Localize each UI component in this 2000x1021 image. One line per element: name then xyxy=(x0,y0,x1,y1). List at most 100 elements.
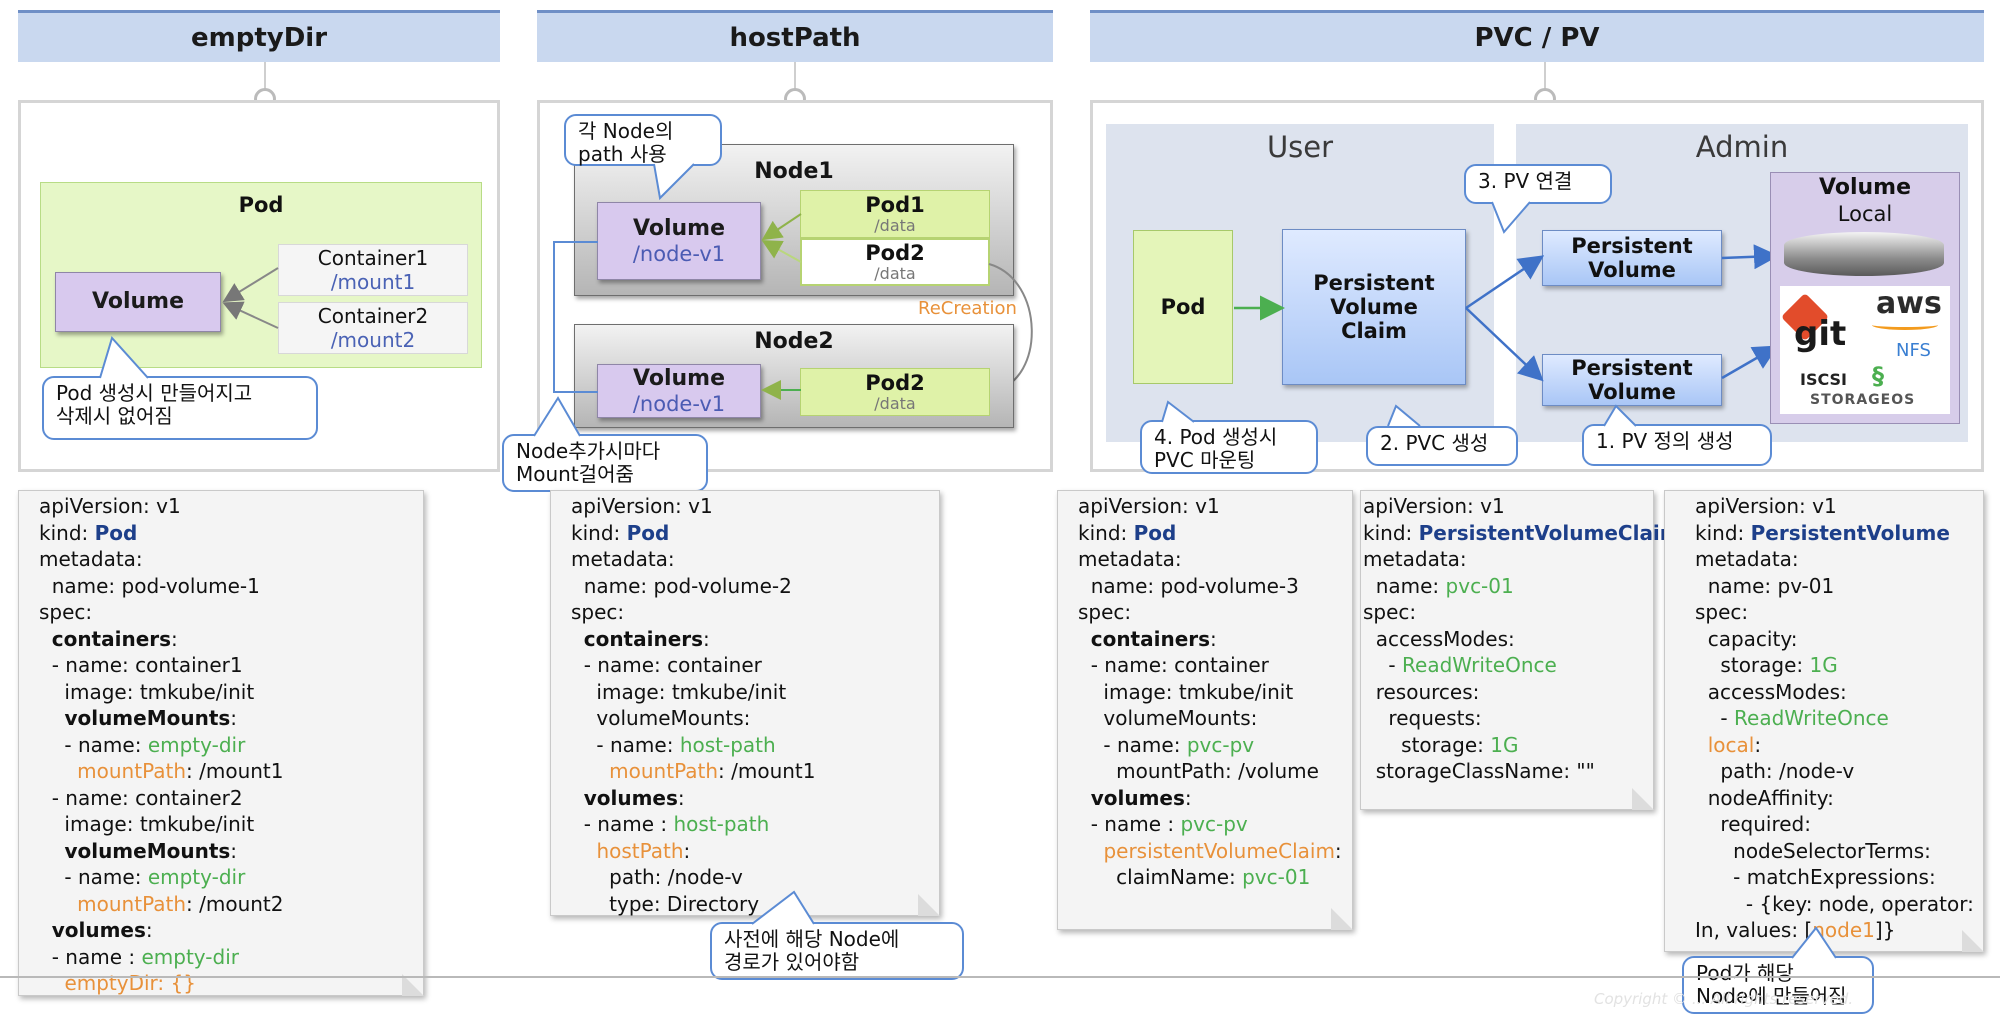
iscsi-label: ISCSI xyxy=(1800,370,1847,389)
container1-mount: /mount1 xyxy=(330,270,416,294)
node2-volume: Volume /node-v1 xyxy=(597,364,761,418)
code-line: volumeMounts: xyxy=(64,838,238,863)
code-line: spec: xyxy=(1078,600,1132,624)
code-line: claimName: pvc-01 xyxy=(1078,865,1311,889)
code-line: name: pv-01 xyxy=(1695,573,1835,598)
bottom-divider xyxy=(0,976,2000,978)
emptydir-container1: Container1 /mount1 xyxy=(278,244,468,296)
code-line: spec: xyxy=(1363,600,1417,624)
code-line: spec: xyxy=(39,600,93,624)
pvc-pod: Pod xyxy=(1133,230,1233,384)
code-line: name: pod-volume-2 xyxy=(571,573,792,598)
callout-pv-define: 1. PV 정의 생성 xyxy=(1582,424,1772,466)
code-line: requests: xyxy=(1363,706,1482,730)
code-line: kind: PersistentVolumeClaim xyxy=(1363,520,1681,545)
code-line: emptyDir: {} xyxy=(64,971,196,995)
code-line: - name: host-path xyxy=(571,732,776,757)
code-line: path: /node-v xyxy=(571,865,743,889)
code-line: nodeSelectorTerms: xyxy=(1695,838,1931,863)
code-line: apiVersion: v1 xyxy=(571,494,713,518)
disk-icon xyxy=(1784,232,1944,276)
node1-volume-label: Volume xyxy=(633,216,725,242)
code-line: image: tmkube/init xyxy=(571,679,787,704)
node2-volume-label: Volume xyxy=(633,366,725,392)
code-line: - name : host-path xyxy=(571,812,770,836)
header-hostpath: hostPath xyxy=(537,10,1053,62)
code-line: kind: Pod xyxy=(1078,520,1177,545)
node1-pod1: Pod1 /data xyxy=(800,190,990,238)
callout-pointer xyxy=(533,396,581,437)
code-line: apiVersion: v1 xyxy=(1695,494,1837,518)
code-line: path: /node-v xyxy=(1695,759,1855,783)
code-line: capacity: xyxy=(1695,626,1798,651)
emptydir-container2: Container2 /mount2 xyxy=(278,302,468,354)
emptydir-arrows xyxy=(222,267,279,329)
code-line: - name : pvc-pv xyxy=(1078,812,1248,836)
code-line: containers: xyxy=(51,626,178,651)
copyright: Copyright © ... All rights reserved. xyxy=(1594,990,1854,1008)
header-pvc-pv: PVC / PV xyxy=(1090,10,1984,62)
code-line: kind: PersistentVolume xyxy=(1695,520,1950,545)
page-fold-icon xyxy=(402,974,424,996)
connector-line xyxy=(1544,62,1546,92)
code-line: accessModes: xyxy=(1695,679,1847,704)
callout-pointer xyxy=(653,163,695,201)
hostpath-callout-code: 사전에 해당 Node에 경로가 있어야함 xyxy=(710,922,964,980)
code-line: kind: Pod xyxy=(39,520,138,545)
code-line: spec: xyxy=(571,600,625,624)
callout-pod-mount: 4. Pod 생성시 PVC 마운팅 xyxy=(1140,420,1318,474)
aws-smile-icon xyxy=(1872,320,1938,330)
node2-pod2-sub: /data xyxy=(874,393,916,413)
code-line: mountPath: /mount1 xyxy=(77,759,284,783)
code-line: volumes: xyxy=(1090,785,1192,810)
callout-pointer xyxy=(1491,201,1531,234)
callout-pv-node: Pod가 해당 Node에 만들어짐 xyxy=(1682,956,1874,1014)
code-line: - name: empty-dir xyxy=(39,865,246,889)
code-line: name: pod-volume-3 xyxy=(1078,573,1299,598)
code-line: storage: 1G xyxy=(1363,732,1519,757)
code-line: apiVersion: v1 xyxy=(1363,494,1505,518)
node2-arrow xyxy=(761,380,801,400)
code-line: name: pod-volume-1 xyxy=(39,573,260,598)
code-line: - name: container xyxy=(1078,653,1269,677)
code-line: storageClassName: "" xyxy=(1363,759,1595,783)
hostpath-callout-top: 각 Node의 path 사용 xyxy=(564,114,722,166)
node2-pod2-name: Pod2 xyxy=(865,370,925,395)
pvc-box: Persistent Volume Claim xyxy=(1282,229,1466,385)
container1-name: Container1 xyxy=(317,246,429,270)
code-line: metadata: xyxy=(39,547,143,571)
admin-zone-title: Admin xyxy=(1695,130,1789,164)
header-emptydir: emptyDir xyxy=(18,10,500,62)
code-line: storage: 1G xyxy=(1695,653,1838,677)
callout-pointer xyxy=(1161,400,1195,423)
code-line: containers: xyxy=(1090,626,1217,651)
connector-line xyxy=(264,62,266,92)
code-line: - name : empty-dir xyxy=(39,944,239,969)
code-line: image: tmkube/init xyxy=(39,812,255,836)
code-line: volumeMounts: xyxy=(64,706,238,730)
code-line: name: pvc-01 xyxy=(1363,573,1514,598)
storage-logos: git aws NFS ISCSI § STORAGEOS xyxy=(1780,286,1950,414)
hostpath-callout-bottom: Node추가시마다 Mount걸어줌 xyxy=(502,434,708,492)
pvc-pv-arrows xyxy=(1234,244,1779,382)
node1-pod1-sub: /data xyxy=(874,215,916,235)
pv-box-2: Persistent Volume xyxy=(1542,354,1722,406)
callout-pv-link: 3. PV 연결 xyxy=(1464,164,1612,204)
page-fold-icon xyxy=(1331,908,1353,930)
code-line: metadata: xyxy=(1078,547,1182,571)
callout-pointer xyxy=(1791,926,1837,959)
code-line: hostPath: xyxy=(596,838,691,863)
volume-storage-local: Local xyxy=(1837,202,1893,226)
code-line: resources: xyxy=(1363,679,1480,704)
code-line: - name: container1 xyxy=(39,653,243,677)
emptydir-pod-label: Pod xyxy=(238,193,284,217)
code-line: - name: container xyxy=(571,653,762,677)
recreation-label: ReCreation xyxy=(918,298,1017,319)
code-line: - name: container2 xyxy=(39,785,243,810)
code-line: accessModes: xyxy=(1363,626,1515,651)
code-line: metadata: xyxy=(1695,547,1799,571)
git-label: git xyxy=(1794,314,1847,354)
